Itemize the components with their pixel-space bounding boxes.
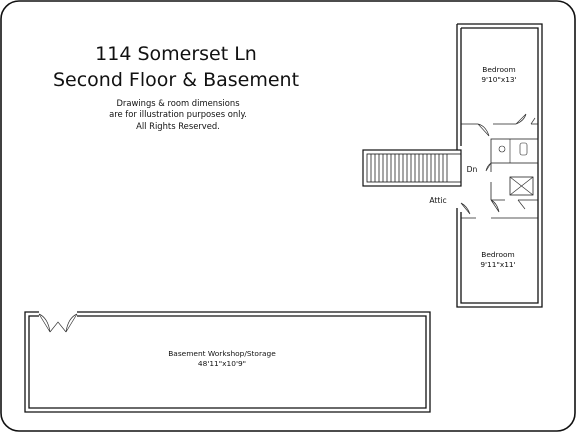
basement-plan: [24, 311, 431, 413]
attic-label: Attic: [429, 196, 446, 205]
stairs-down-label: Dn: [467, 165, 478, 174]
linen-closet-x: [509, 176, 534, 196]
lower-bedroom-dimensions: 9'11"x11': [480, 260, 515, 269]
staircase: [362, 149, 462, 187]
closet-door-lower: [517, 199, 526, 210]
upper-bedroom-dimensions: 9'10"x13': [481, 75, 516, 84]
disclaimer-line-2: are for illustration purposes only.: [109, 109, 247, 119]
closet-door-mark: [530, 117, 536, 125]
upper-bedroom-label: Bedroom: [482, 65, 515, 74]
basement-inner-wall: [28, 315, 427, 409]
second-floor-plan: [362, 23, 543, 308]
address-title: 114 Somerset Ln: [95, 43, 257, 65]
lower-bedroom-label: Bedroom: [481, 250, 514, 259]
disclaimer-line-3: All Rights Reserved.: [136, 121, 220, 131]
basement-outer-wall: [24, 311, 431, 413]
hallway-wall: [490, 163, 538, 201]
basement-label: Basement Workshop/Storage: [168, 349, 276, 358]
basement-dimensions: 48'11"x10'9": [198, 359, 246, 368]
sink: [498, 145, 506, 153]
second-floor-inner-wall: [460, 27, 539, 304]
floor-title: Second Floor & Basement: [53, 69, 299, 91]
lower-bedroom-door: [490, 199, 500, 213]
upper-bedroom-door-left: [477, 123, 490, 137]
second-floor-outer-wall: [456, 23, 543, 308]
toilet: [519, 142, 528, 156]
upper-bedroom-door-right: [515, 113, 527, 125]
hall-door-left: [485, 162, 492, 172]
attic-door: [460, 202, 471, 215]
basement-double-door: [38, 313, 78, 333]
disclaimer-line-1: Drawings & room dimensions: [116, 98, 239, 108]
bathroom: [490, 138, 539, 164]
linen-closet: [509, 176, 534, 196]
